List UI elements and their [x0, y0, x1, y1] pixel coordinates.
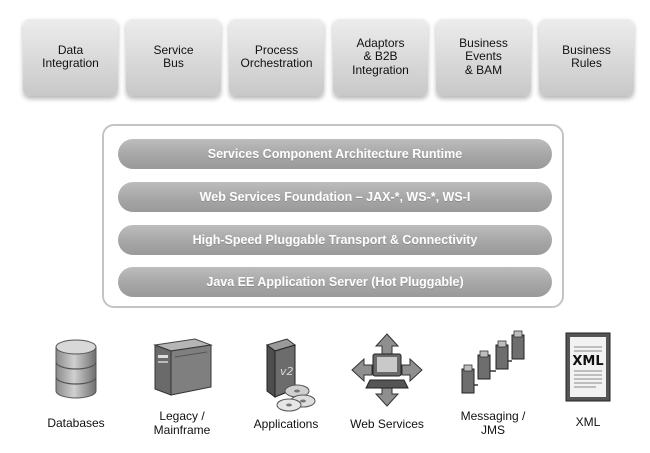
resource-label: Web Services — [350, 417, 424, 431]
resource-databases: Databases — [26, 325, 126, 445]
runtime-stack: Services Component Architecture Runtime … — [102, 124, 564, 308]
resource-applications: v2 Applications — [236, 325, 336, 445]
layer-sca-runtime: Services Component Architecture Runtime — [118, 139, 552, 169]
tile-business-rules: Business Rules — [539, 18, 634, 96]
tile-service-bus: Service Bus — [126, 18, 221, 96]
layer-java-ee-server: Java EE Application Server (Hot Pluggabl… — [118, 267, 552, 297]
tile-business-events: Business Events & BAM — [436, 18, 531, 96]
messaging-icon — [461, 330, 525, 394]
resources-row: Databases Legacy / Mainframe v2 Applicat… — [0, 325, 650, 453]
xml-document-icon: XML — [565, 332, 611, 402]
xml-icon-text: XML — [572, 354, 603, 369]
web-services-icon — [351, 333, 423, 407]
applications-icon: v2 — [265, 338, 316, 412]
resource-label: Messaging / JMS — [460, 409, 526, 437]
resource-label: Databases — [47, 416, 105, 430]
tile-adaptors-b2b: Adaptors & B2B Integration — [333, 18, 428, 96]
resource-web-services: Web Services — [337, 325, 437, 445]
tile-process-orchestration: Process Orchestration — [229, 18, 324, 96]
resource-legacy-mainframe: Legacy / Mainframe — [132, 325, 232, 445]
resource-xml: XML XML — [538, 325, 638, 445]
layer-transport-connectivity: High-Speed Pluggable Transport & Connect… — [118, 225, 552, 255]
capabilities-row: Data Integration Service Bus Process Orc… — [0, 0, 650, 110]
svg-text:v2: v2 — [280, 365, 294, 378]
resource-messaging-jms: Messaging / JMS — [443, 325, 543, 445]
resource-label: Legacy / Mainframe — [153, 409, 211, 437]
layer-web-services-foundation: Web Services Foundation – JAX-*, WS-*, W… — [118, 182, 552, 212]
database-icon — [55, 339, 97, 399]
mainframe-icon — [153, 338, 213, 396]
tile-data-integration: Data Integration — [23, 18, 118, 96]
resource-label: XML — [575, 415, 601, 429]
resource-label: Applications — [253, 417, 319, 431]
